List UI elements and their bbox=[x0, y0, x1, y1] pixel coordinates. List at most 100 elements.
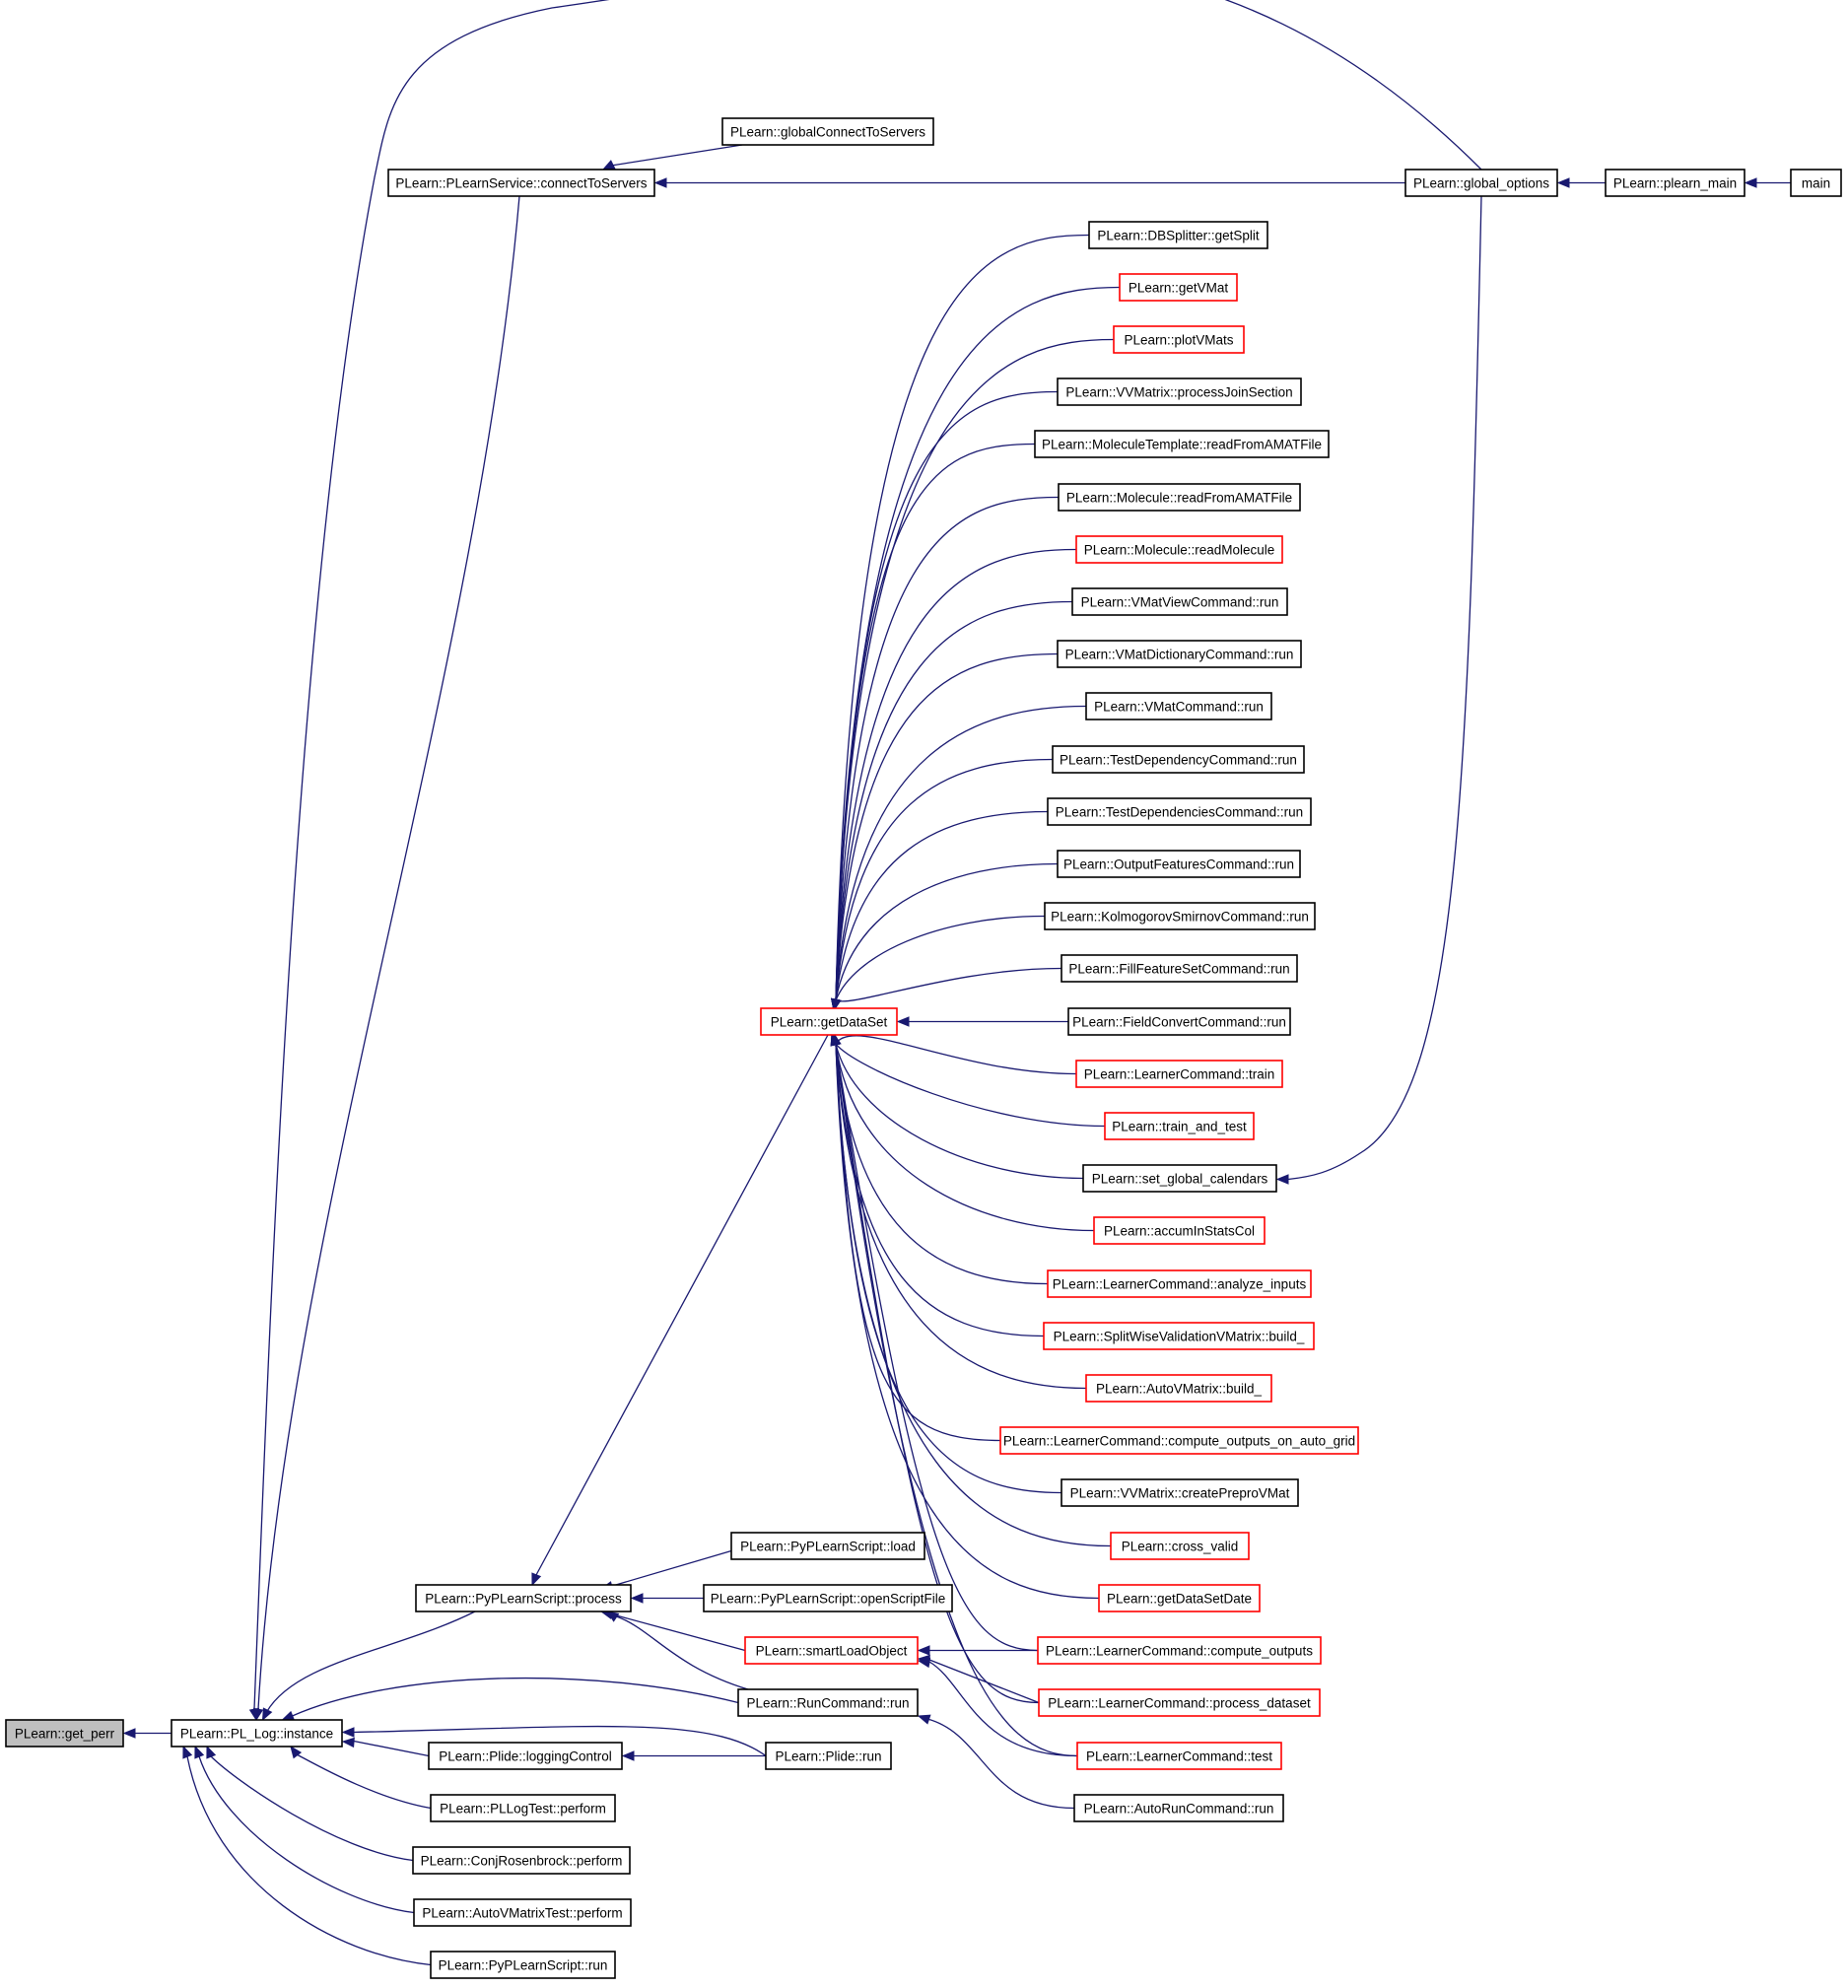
node-vmatviewcommand-run[interactable]: PLearn::VMatViewCommand::run bbox=[1071, 587, 1288, 616]
node-outputfeaturescommand-run[interactable]: PLearn::OutputFeaturesCommand::run bbox=[1057, 850, 1301, 878]
call-edge bbox=[206, 1745, 414, 1862]
node-autovmatrixtest-perform[interactable]: PLearn::AutoVMatrixTest::perform bbox=[413, 1898, 632, 1927]
node-box bbox=[430, 1951, 616, 1979]
node-pyplearnscript-run[interactable]: PLearn::PyPLearnScript::run bbox=[430, 1951, 616, 1979]
node-dbsplitter-getsplit[interactable]: PLearn::DBSplitter::getSplit bbox=[1088, 221, 1268, 249]
edge-line bbox=[835, 1043, 1095, 1232]
node-label: PLearn::get_perr bbox=[15, 1727, 115, 1742]
node-label: PLearn::LearnerCommand::analyze_inputs bbox=[1053, 1277, 1307, 1292]
edge-line bbox=[612, 1614, 749, 1690]
node-label: PLearn::AutoRunCommand::run bbox=[1084, 1802, 1274, 1817]
node-processjoinsection[interactable]: PLearn::VVMatrix::processJoinSection bbox=[1057, 377, 1302, 406]
arrow-head-icon bbox=[281, 1710, 296, 1721]
node-box bbox=[415, 1584, 632, 1612]
call-edge bbox=[531, 1034, 829, 1587]
node-box bbox=[1052, 745, 1305, 774]
arrow-head-icon bbox=[261, 1707, 273, 1722]
node-label: PLearn::OutputFeaturesCommand::run bbox=[1063, 857, 1294, 872]
edge-layer bbox=[122, 0, 1791, 1966]
arrow-head-icon bbox=[601, 160, 616, 171]
node-moleculetemplate-readfromamatfile[interactable]: PLearn::MoleculeTemplate::readFromAMATFi… bbox=[1034, 430, 1330, 458]
node-openscriptfile[interactable]: PLearn::PyPLearnScript::openScriptFile bbox=[703, 1584, 953, 1612]
node-get-perr[interactable]: PLearn::get_perr bbox=[5, 1719, 124, 1748]
node-main[interactable]: main bbox=[1790, 169, 1842, 197]
node-pyplearnscript-load[interactable]: PLearn::PyPLearnScript::load bbox=[730, 1532, 925, 1560]
node-getvmat[interactable]: PLearn::getVMat bbox=[1119, 273, 1238, 302]
node-getdatasetdate[interactable]: PLearn::getDataSetDate bbox=[1098, 1584, 1261, 1612]
node-train-and-test[interactable]: PLearn::train_and_test bbox=[1104, 1112, 1255, 1140]
node-readmolecule[interactable]: PLearn::Molecule::readMolecule bbox=[1075, 535, 1283, 564]
edge-line bbox=[835, 967, 1062, 1002]
node-label: PLearn::LearnerCommand::test bbox=[1086, 1749, 1272, 1764]
node-conjrosenbrock-perform[interactable]: PLearn::ConjRosenbrock::perform bbox=[412, 1846, 631, 1875]
node-fillfeaturesetcommand-run[interactable]: PLearn::FillFeatureSetCommand::run bbox=[1061, 954, 1298, 983]
node-compute-outputs-on-auto-grid[interactable]: PLearn::LearnerCommand::compute_outputs_… bbox=[999, 1426, 1359, 1455]
node-autoruncommand-run[interactable]: PLearn::AutoRunCommand::run bbox=[1073, 1794, 1284, 1822]
node-connecttoservers[interactable]: PLearn::PLearnService::connectToServers bbox=[387, 169, 655, 197]
node-box bbox=[744, 1636, 919, 1665]
node-box bbox=[1061, 1478, 1299, 1507]
node-plearn-main[interactable]: PLearn::plearn_main bbox=[1605, 169, 1745, 197]
node-getdataset[interactable]: PLearn::getDataSet bbox=[760, 1007, 898, 1036]
arrow-head-icon bbox=[621, 1750, 635, 1761]
node-plide-run[interactable]: PLearn::Plide::run bbox=[765, 1742, 892, 1770]
node-box bbox=[428, 1742, 623, 1770]
node-fieldconvertcommand-run[interactable]: PLearn::FieldConvertCommand::run bbox=[1067, 1007, 1291, 1036]
node-testdependencycommand-run[interactable]: PLearn::TestDependencyCommand::run bbox=[1052, 745, 1305, 774]
node-pllogtest-perform[interactable]: PLearn::PLLogTest::perform bbox=[430, 1794, 616, 1822]
call-edge bbox=[831, 1032, 1045, 1337]
call-edge bbox=[831, 915, 1046, 1012]
edge-line bbox=[535, 1034, 829, 1576]
node-box bbox=[1073, 1794, 1284, 1822]
node-set-global-calendars[interactable]: PLearn::set_global_calendars bbox=[1082, 1164, 1277, 1193]
node-label: PLearn::VMatCommand::run bbox=[1094, 700, 1264, 715]
node-vmatcommand-run[interactable]: PLearn::VMatCommand::run bbox=[1085, 692, 1272, 720]
node-runcommand-run[interactable]: PLearn::RunCommand::run bbox=[737, 1688, 919, 1717]
node-molecule-readfromamatfile[interactable]: PLearn::Molecule::readFromAMATFile bbox=[1058, 483, 1301, 512]
node-layer: PLearn::get_perr PLearn::PL_Log::instance… bbox=[5, 117, 1842, 1979]
node-analyze-inputs[interactable]: PLearn::LearnerCommand::analyze_inputs bbox=[1047, 1269, 1312, 1298]
node-splitwise-build-[interactable]: PLearn::SplitWiseValidationVMatrix::buil… bbox=[1043, 1322, 1315, 1350]
node-createpreprovmat[interactable]: PLearn::VVMatrix::createPreproVMat bbox=[1061, 1478, 1299, 1507]
node-label: PLearn::getDataSet bbox=[771, 1015, 888, 1030]
call-edge bbox=[831, 1032, 1106, 1128]
edge-line bbox=[835, 1035, 1077, 1075]
node-pyplearnscript-process[interactable]: PLearn::PyPLearnScript::process bbox=[415, 1584, 632, 1612]
node-instance[interactable]: PLearn::PL_Log::instance bbox=[171, 1719, 343, 1748]
node-box bbox=[413, 1898, 632, 1927]
node-learnercommand-test[interactable]: PLearn::LearnerCommand::test bbox=[1076, 1742, 1282, 1770]
node-plotvmats[interactable]: PLearn::plotVMats bbox=[1113, 325, 1245, 354]
node-autovmatrix-build-[interactable]: PLearn::AutoVMatrix::build_ bbox=[1085, 1374, 1272, 1403]
node-label: PLearn::ConjRosenbrock::perform bbox=[421, 1854, 623, 1869]
arrow-head-icon bbox=[605, 1611, 620, 1622]
call-edge bbox=[194, 1745, 415, 1914]
node-box bbox=[1098, 1584, 1261, 1612]
call-edge bbox=[621, 1750, 766, 1761]
call-edge bbox=[341, 1737, 430, 1757]
call-edge bbox=[182, 1745, 432, 1966]
edge-line bbox=[253, 0, 1482, 1710]
node-box bbox=[1057, 640, 1302, 668]
call-edge bbox=[1275, 195, 1482, 1185]
edge-line bbox=[835, 1043, 1087, 1390]
node-process-dataset[interactable]: PLearn::LearnerCommand::process_dataset bbox=[1038, 1688, 1321, 1717]
call-edge bbox=[896, 1016, 1068, 1027]
node-label: PLearn::cross_valid bbox=[1122, 1540, 1239, 1554]
node-box bbox=[1104, 1112, 1255, 1140]
node-loggingcontrol[interactable]: PLearn::Plide::loggingControl bbox=[428, 1742, 623, 1770]
node-vmatdictionarycommand-run[interactable]: PLearn::VMatDictionaryCommand::run bbox=[1057, 640, 1302, 668]
node-learnercommand-train[interactable]: PLearn::LearnerCommand::train bbox=[1075, 1060, 1283, 1088]
node-box bbox=[1790, 169, 1842, 197]
arrow-head-icon bbox=[831, 997, 842, 1012]
node-compute-outputs[interactable]: PLearn::LearnerCommand::compute_outputs bbox=[1037, 1636, 1322, 1665]
node-box bbox=[1076, 1742, 1282, 1770]
node-cross-valid[interactable]: PLearn::cross_valid bbox=[1110, 1532, 1250, 1560]
node-global-options[interactable]: PLearn::global_options bbox=[1404, 169, 1558, 197]
node-smartloadobject[interactable]: PLearn::smartLoadObject bbox=[744, 1636, 919, 1665]
call-edge bbox=[831, 967, 1062, 1012]
call-edge bbox=[831, 548, 1077, 1012]
node-accuminstatscol[interactable]: PLearn::accumInStatsCol bbox=[1093, 1216, 1266, 1245]
node-kolmogorovsmirnovcommand-run[interactable]: PLearn::KolmogorovSmirnovCommand::run bbox=[1044, 902, 1316, 930]
node-testdependenciescommand-run[interactable]: PLearn::TestDependenciesCommand::run bbox=[1047, 797, 1312, 826]
node-globalconnecttoservers[interactable]: PLearn::globalConnectToServers bbox=[721, 117, 934, 146]
